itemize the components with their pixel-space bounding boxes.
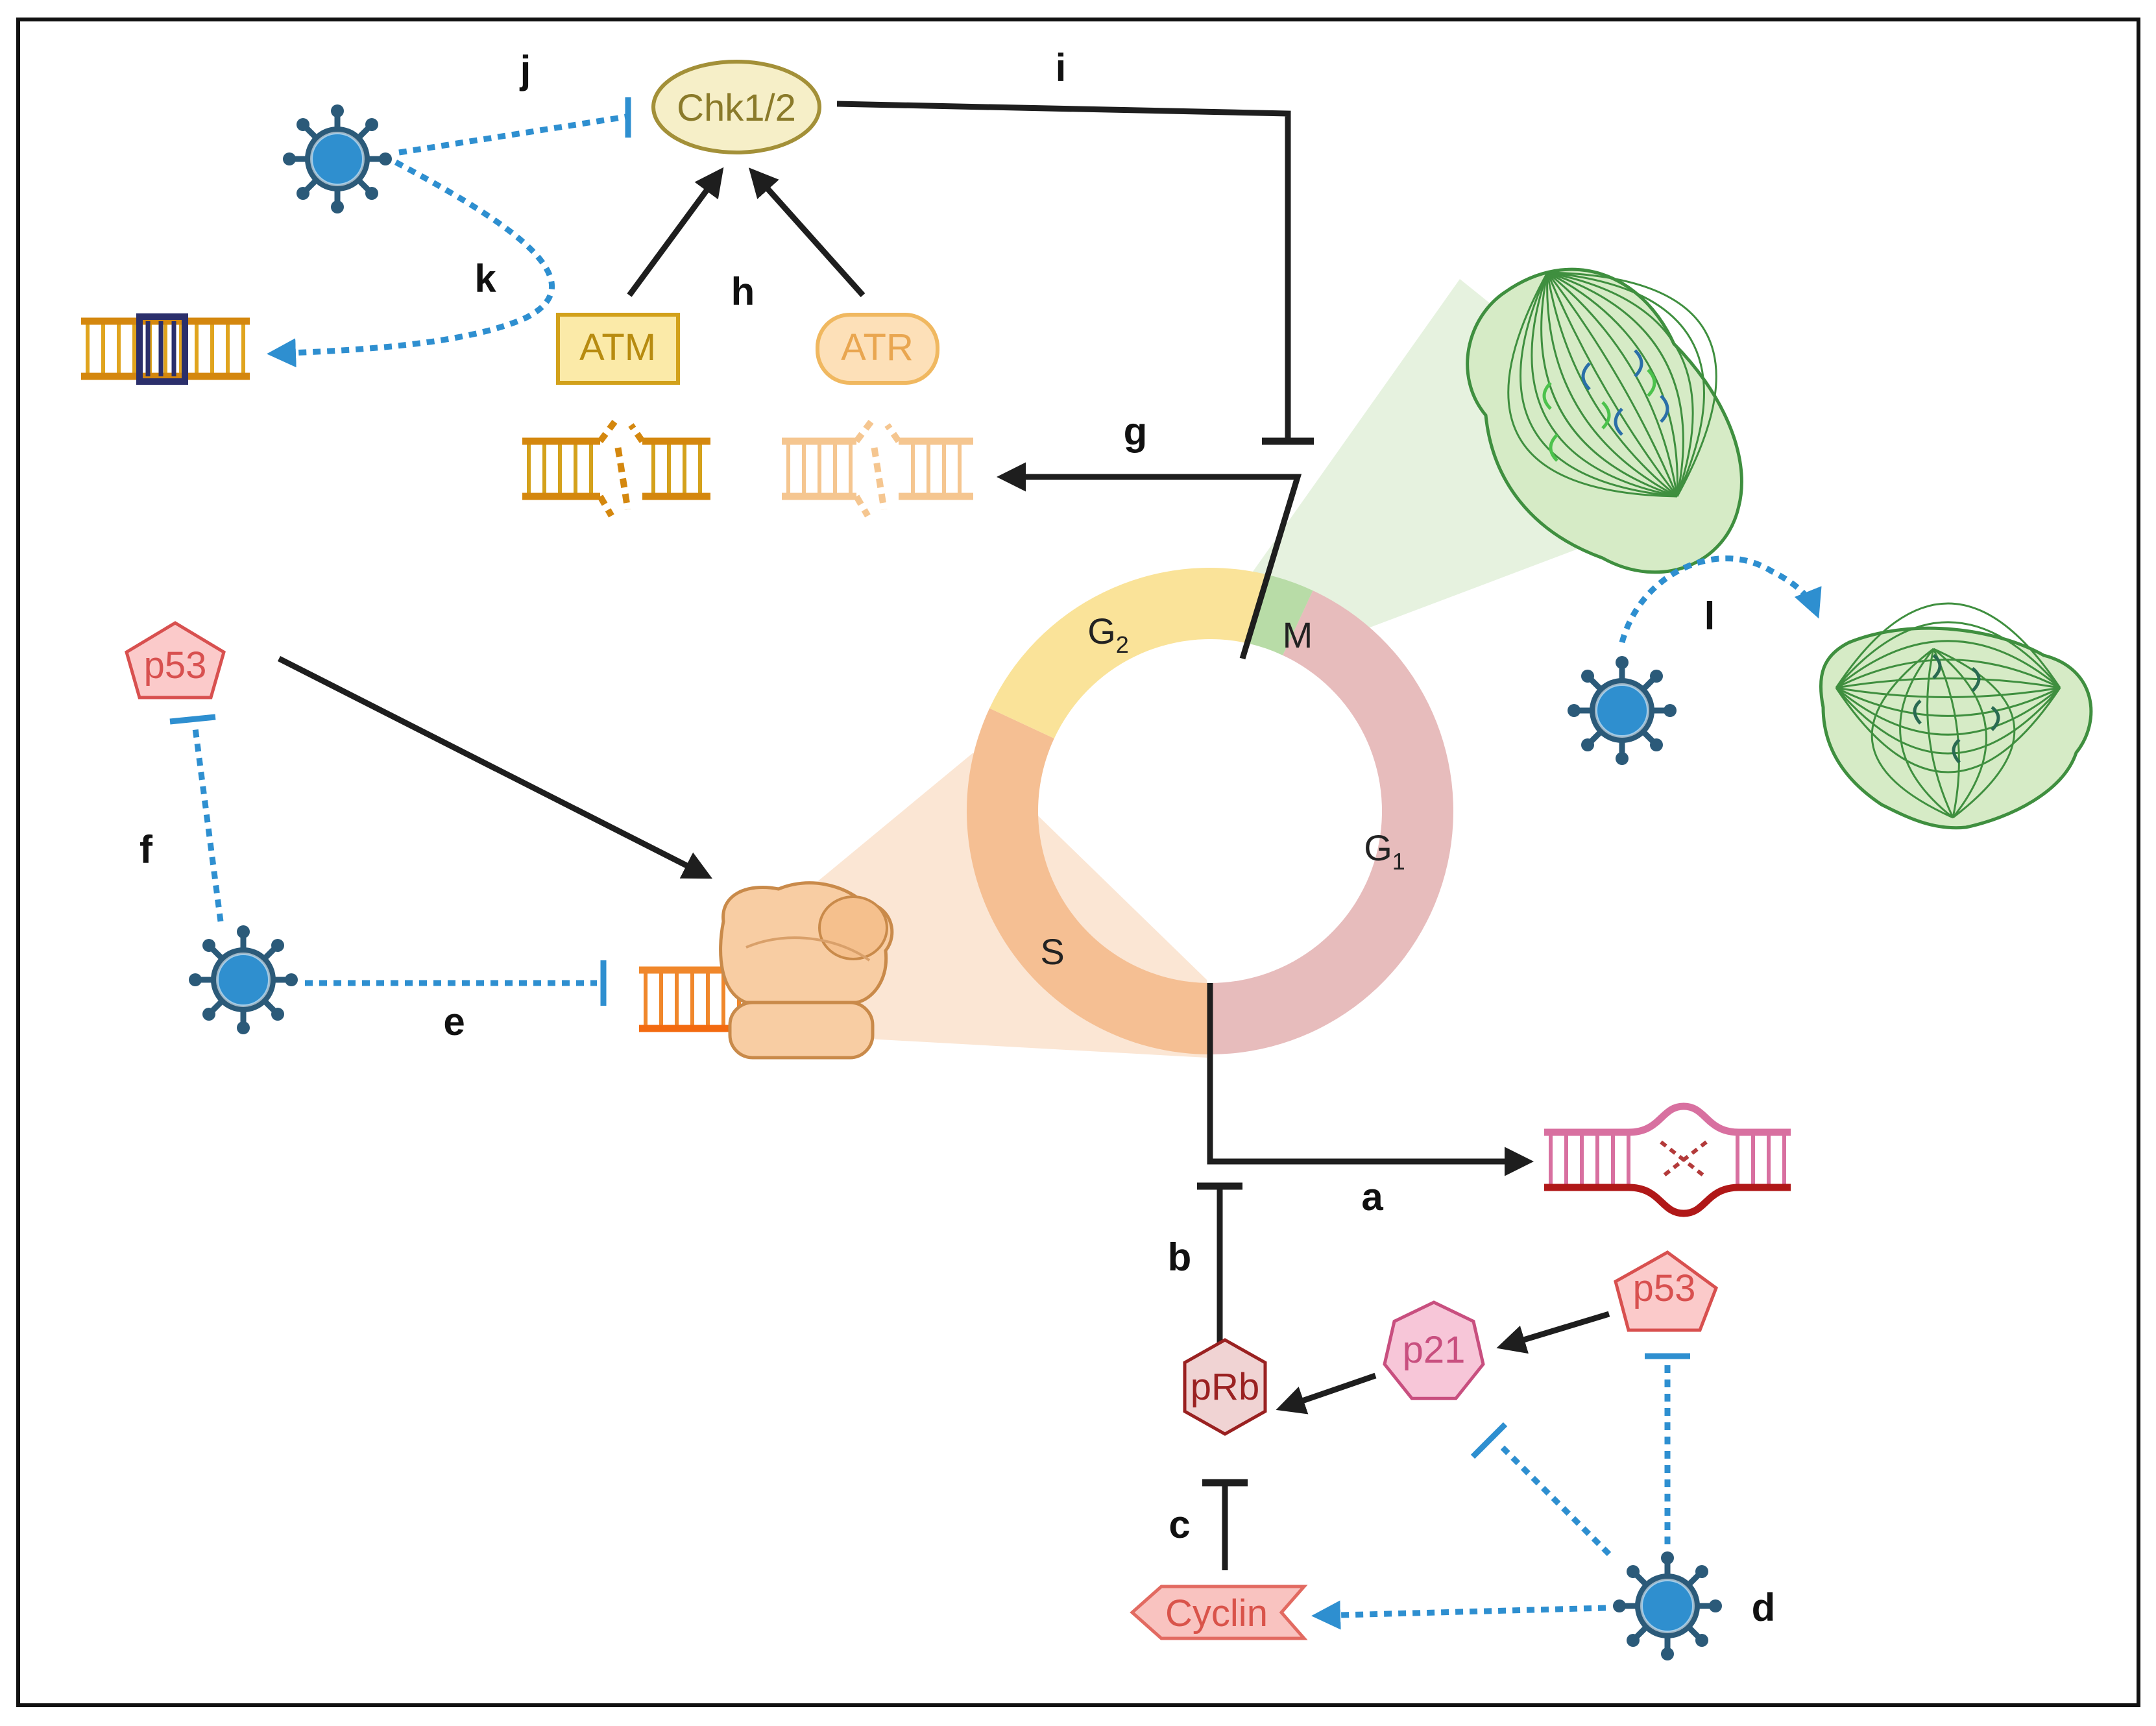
- damaged-dna-icon: [782, 420, 973, 518]
- replication-complex-icon: [639, 881, 894, 1060]
- svg-text:p53: p53: [1633, 1267, 1696, 1309]
- prb-node: pRb: [1183, 1338, 1267, 1436]
- abnormal-spindle-icon: [1819, 602, 2093, 830]
- atr-node: ATR: [816, 313, 939, 385]
- p53-right-node: p53: [1614, 1250, 1719, 1332]
- virus-to-spindle-arrow: [1619, 555, 1822, 644]
- svg-text:ATR: ATR: [841, 326, 914, 369]
- label-b: b: [1168, 1235, 1192, 1279]
- atr-to-chk-arrow: [748, 167, 866, 298]
- virus-inhibit-p21-line: [1496, 1441, 1612, 1557]
- p21-to-prb-arrow: [1276, 1372, 1377, 1415]
- p53-to-p21-arrow: [1496, 1311, 1610, 1354]
- virus-inhibit-p21-bar: [1470, 1422, 1508, 1459]
- virus-inhibit-p53-line: [191, 723, 224, 922]
- label-h: h: [731, 270, 755, 313]
- svg-text:p53: p53: [144, 644, 207, 687]
- cyclin-node: Cyclin: [1130, 1585, 1308, 1640]
- phase-label-g1: G1: [1364, 827, 1405, 875]
- virus-to-dna-arrow: [267, 160, 555, 368]
- g2m-to-dna-arrow: [997, 462, 1302, 660]
- p21-node: p21: [1383, 1300, 1485, 1400]
- svg-text:Cyclin: Cyclin: [1165, 1592, 1268, 1635]
- phase-label-m: M: [1283, 614, 1313, 655]
- mitosis-zoom-cone: [1217, 279, 1726, 633]
- dna-bubble-icon: [1544, 1102, 1791, 1217]
- p53-to-replication-arrow: [277, 655, 713, 879]
- virus-inhibit-p53-bar: [169, 714, 216, 725]
- chk-node: Chk1/2: [651, 60, 821, 154]
- virus-icon: [189, 925, 298, 1034]
- p53-left-node: p53: [125, 621, 226, 699]
- dna-icon: [81, 313, 250, 385]
- label-a: a: [1361, 1175, 1383, 1219]
- damaged-dna-icon: [522, 420, 710, 518]
- phase-label-s: S: [1040, 931, 1064, 972]
- label-d: d: [1752, 1586, 1776, 1629]
- chk-inhibit-line: [836, 101, 1291, 441]
- svg-text:Chk1/2: Chk1/2: [677, 87, 796, 129]
- virus-icon: [1568, 656, 1677, 765]
- virus-to-cyclin-arrow: [1311, 1600, 1606, 1630]
- atm-node: ATM: [556, 313, 680, 385]
- cell-cycle-ring: [966, 568, 1453, 1054]
- virus-icon: [283, 104, 392, 213]
- label-i: i: [1056, 46, 1067, 90]
- virus-inhibit-chk-line: [398, 114, 627, 156]
- phase-g1: [1210, 590, 1453, 1054]
- g1s-to-dna-arrow: [1207, 983, 1534, 1176]
- svg-text:pRb: pRb: [1191, 1366, 1259, 1408]
- label-f: f: [139, 828, 153, 871]
- label-c: c: [1169, 1503, 1190, 1546]
- label-j: j: [520, 48, 531, 91]
- virus-icon: [1613, 1551, 1722, 1660]
- label-l: l: [1704, 594, 1715, 638]
- atm-to-chk-arrow: [627, 167, 724, 297]
- figure-border: [16, 18, 2140, 1707]
- phase-label-g2: G2: [1087, 611, 1129, 658]
- svg-text:ATM: ATM: [579, 326, 656, 369]
- label-e: e: [443, 1000, 465, 1043]
- phase-g2: [989, 568, 1265, 739]
- phase-s: [966, 708, 1210, 1054]
- label-g: g: [1124, 409, 1148, 453]
- label-k: k: [474, 257, 496, 300]
- svg-text:p21: p21: [1403, 1329, 1466, 1371]
